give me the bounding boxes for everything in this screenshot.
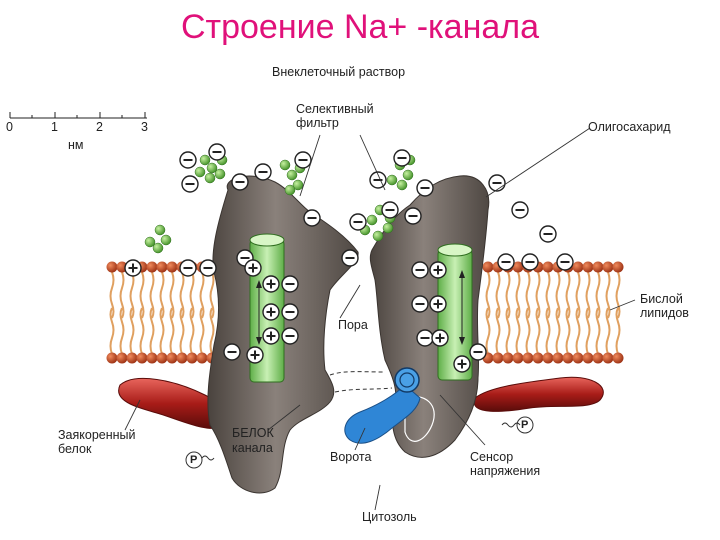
label-oligosaccharide: Олигосахарид xyxy=(588,120,671,134)
phosphate-left-label: P xyxy=(190,454,198,466)
phosphate-right xyxy=(501,416,534,434)
page-title: Строение Na+ -канала xyxy=(180,8,540,46)
charges xyxy=(124,143,574,373)
lipid-bilayer xyxy=(106,261,624,364)
label-channel-protein-1: БЕЛОК xyxy=(232,426,274,440)
scale-tick-0: 0 xyxy=(6,120,13,134)
scale-unit: нм xyxy=(68,138,84,152)
label-anchored-protein-1: Заякоренный xyxy=(58,428,136,442)
label-gate: Ворота xyxy=(330,450,372,464)
label-selective-filter-1: Селективный xyxy=(296,102,374,116)
label-voltage-sensor-2: напряжения xyxy=(470,464,541,478)
label-voltage-sensor-1: Сенсор xyxy=(470,450,514,464)
label-channel-protein-2: канала xyxy=(232,441,273,455)
leader-lines xyxy=(124,127,636,511)
scale-tick-1: 1 xyxy=(51,120,58,134)
phosphate-left xyxy=(185,451,215,469)
anchored-protein-right xyxy=(473,376,604,412)
channel-gate xyxy=(344,367,421,444)
label-pore: Пора xyxy=(338,318,368,332)
label-anchored-protein-2: белок xyxy=(58,442,92,456)
scale-tick-3: 3 xyxy=(141,120,148,134)
scale-bar xyxy=(9,112,147,119)
label-cytosol: Цитозоль xyxy=(362,510,417,524)
phosphate-right-label: P xyxy=(521,419,529,431)
helix-right xyxy=(437,243,473,381)
label-lipid-bilayer-1: Бислой xyxy=(640,292,683,306)
label-selective-filter-2: фильтр xyxy=(296,116,339,130)
pore-outline xyxy=(329,371,393,393)
label-extracellular: Внеклеточный раствор xyxy=(272,65,406,79)
label-lipid-bilayer-2: липидов xyxy=(640,306,689,320)
scale-tick-2: 2 xyxy=(96,120,103,134)
